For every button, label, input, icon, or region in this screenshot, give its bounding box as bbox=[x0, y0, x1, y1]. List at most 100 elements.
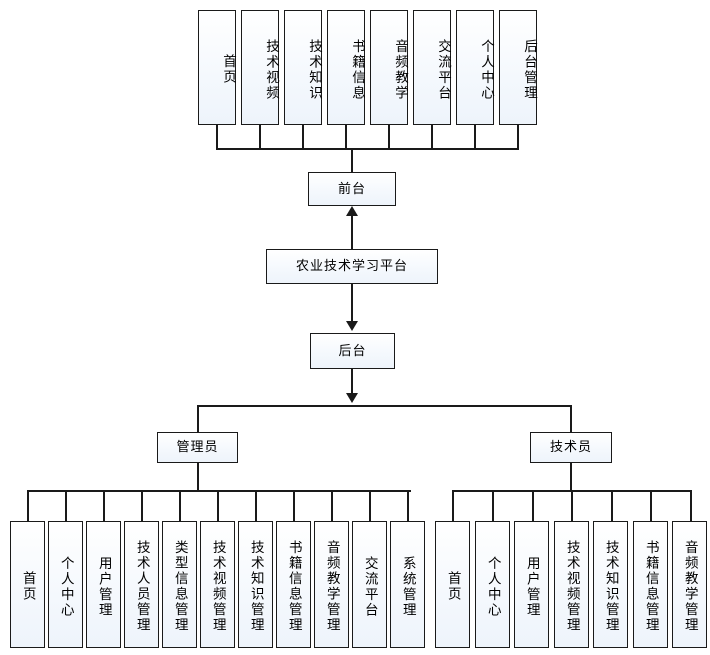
admin-item-label: 个人中心 bbox=[58, 555, 74, 618]
technician-item-label: 技术视频管理 bbox=[564, 540, 580, 633]
frontend-item-box[interactable]: 技术视频 bbox=[241, 10, 279, 125]
connector-stem bbox=[570, 463, 572, 491]
admin-item-box[interactable]: 类型信息管理 bbox=[162, 521, 197, 648]
admin-item-box[interactable]: 技术人员管理 bbox=[124, 521, 159, 648]
technician-item-box[interactable]: 技术视频管理 bbox=[554, 521, 589, 648]
backend-node[interactable]: 后台 bbox=[310, 333, 395, 369]
frontend-item-box[interactable]: 技术知识 bbox=[284, 10, 322, 125]
frontend-item-label: 书籍信息 bbox=[350, 38, 365, 101]
technician-item-label: 技术知识管理 bbox=[603, 540, 619, 633]
connector-stem bbox=[197, 463, 199, 491]
technician-item-box[interactable]: 技术知识管理 bbox=[593, 521, 628, 648]
frontend-node[interactable]: 前台 bbox=[308, 172, 396, 206]
connector-stem bbox=[611, 490, 613, 522]
admin-item-box[interactable]: 个人中心 bbox=[48, 521, 83, 648]
role-node-admin-label: 管理员 bbox=[176, 439, 219, 455]
connector-stem bbox=[331, 490, 333, 522]
connector-bus-frontend bbox=[216, 148, 519, 150]
technician-item-label: 书籍信息管理 bbox=[643, 540, 659, 633]
backend-node-label: 后台 bbox=[338, 342, 367, 358]
admin-item-box[interactable]: 技术知识管理 bbox=[238, 521, 273, 648]
frontend-item-label: 首页 bbox=[221, 54, 236, 85]
connector-stem bbox=[650, 490, 652, 522]
arrow-down-icon bbox=[346, 321, 358, 331]
frontend-item-box[interactable]: 后台管理 bbox=[499, 10, 537, 125]
technician-item-box[interactable]: 用户管理 bbox=[514, 521, 549, 648]
admin-item-label: 交流平台 bbox=[362, 555, 378, 618]
connector-stem bbox=[27, 490, 29, 522]
connector-stem bbox=[474, 125, 476, 149]
connector-stem bbox=[255, 490, 257, 522]
connector-stem bbox=[388, 125, 390, 149]
frontend-item-box[interactable]: 音频教学 bbox=[370, 10, 408, 125]
admin-item-label: 用户管理 bbox=[96, 555, 112, 618]
admin-item-label: 系统管理 bbox=[400, 555, 416, 618]
frontend-item-label: 交流平台 bbox=[436, 38, 451, 101]
admin-item-box[interactable]: 首页 bbox=[10, 521, 45, 648]
root-node-label: 农业技术学习平台 bbox=[295, 258, 408, 274]
role-node-technician[interactable]: 技术员 bbox=[530, 432, 612, 463]
root-node[interactable]: 农业技术学习平台 bbox=[266, 249, 438, 284]
admin-item-box[interactable]: 交流平台 bbox=[352, 521, 387, 648]
admin-item-label: 类型信息管理 bbox=[172, 540, 188, 633]
admin-item-label: 技术人员管理 bbox=[134, 540, 150, 633]
connector-stem bbox=[216, 125, 218, 149]
connector-stem bbox=[179, 490, 181, 522]
frontend-item-box[interactable]: 交流平台 bbox=[413, 10, 451, 125]
technician-item-box[interactable]: 书籍信息管理 bbox=[633, 521, 668, 648]
technician-item-label: 音频教学管理 bbox=[682, 540, 698, 633]
frontend-item-box[interactable]: 首页 bbox=[198, 10, 236, 125]
arrow-up-icon bbox=[346, 206, 358, 216]
connector-root-to-backend bbox=[351, 284, 353, 322]
connector-stem bbox=[351, 148, 353, 173]
connector-stem bbox=[65, 490, 67, 522]
connector-stem bbox=[407, 490, 409, 522]
connector-root-to-frontend bbox=[351, 216, 353, 249]
technician-item-box[interactable]: 首页 bbox=[435, 521, 470, 648]
frontend-item-label: 音频教学 bbox=[393, 38, 408, 101]
admin-item-box[interactable]: 音频教学管理 bbox=[314, 521, 349, 648]
admin-item-label: 技术知识管理 bbox=[248, 540, 264, 633]
technician-item-label: 用户管理 bbox=[524, 555, 540, 618]
connector-stem bbox=[452, 490, 454, 522]
connector-stem bbox=[351, 369, 353, 394]
connector-stem bbox=[369, 490, 371, 522]
arrow-down-icon bbox=[346, 393, 358, 403]
admin-item-label: 音频教学管理 bbox=[324, 540, 340, 633]
role-node-technician-label: 技术员 bbox=[549, 439, 592, 455]
frontend-node-label: 前台 bbox=[337, 180, 366, 196]
frontend-item-label: 技术知识 bbox=[307, 38, 322, 101]
admin-item-label: 首页 bbox=[20, 571, 36, 602]
connector-stem bbox=[690, 490, 692, 522]
connector-stem bbox=[259, 125, 261, 149]
frontend-item-box[interactable]: 书籍信息 bbox=[327, 10, 365, 125]
connector-stem bbox=[302, 125, 304, 149]
connector-bus-admin bbox=[27, 490, 411, 492]
technician-item-box[interactable]: 个人中心 bbox=[475, 521, 510, 648]
technician-item-label: 个人中心 bbox=[485, 555, 501, 618]
connector-stem bbox=[517, 125, 519, 149]
frontend-item-label: 后台管理 bbox=[522, 38, 537, 101]
connector-stem bbox=[141, 490, 143, 522]
technician-item-box[interactable]: 音频教学管理 bbox=[672, 521, 707, 648]
connector-stem bbox=[217, 490, 219, 522]
connector-stem bbox=[103, 490, 105, 522]
connector-stem bbox=[345, 125, 347, 149]
role-node-admin[interactable]: 管理员 bbox=[157, 432, 238, 463]
connector-stem bbox=[293, 490, 295, 522]
admin-item-box[interactable]: 系统管理 bbox=[390, 521, 425, 648]
admin-item-box[interactable]: 技术视频管理 bbox=[200, 521, 235, 648]
admin-item-label: 书籍信息管理 bbox=[286, 540, 302, 633]
connector-stem bbox=[532, 490, 534, 522]
connector-stem bbox=[431, 125, 433, 149]
admin-item-label: 技术视频管理 bbox=[210, 540, 226, 633]
admin-item-box[interactable]: 书籍信息管理 bbox=[276, 521, 311, 648]
connector-stem bbox=[570, 405, 572, 433]
frontend-item-box[interactable]: 个人中心 bbox=[456, 10, 494, 125]
connector-stem bbox=[571, 490, 573, 522]
admin-item-box[interactable]: 用户管理 bbox=[86, 521, 121, 648]
technician-item-label: 首页 bbox=[445, 571, 461, 602]
connector-stem bbox=[492, 490, 494, 522]
frontend-item-label: 技术视频 bbox=[264, 38, 279, 101]
connector-bus-roles bbox=[197, 405, 571, 407]
